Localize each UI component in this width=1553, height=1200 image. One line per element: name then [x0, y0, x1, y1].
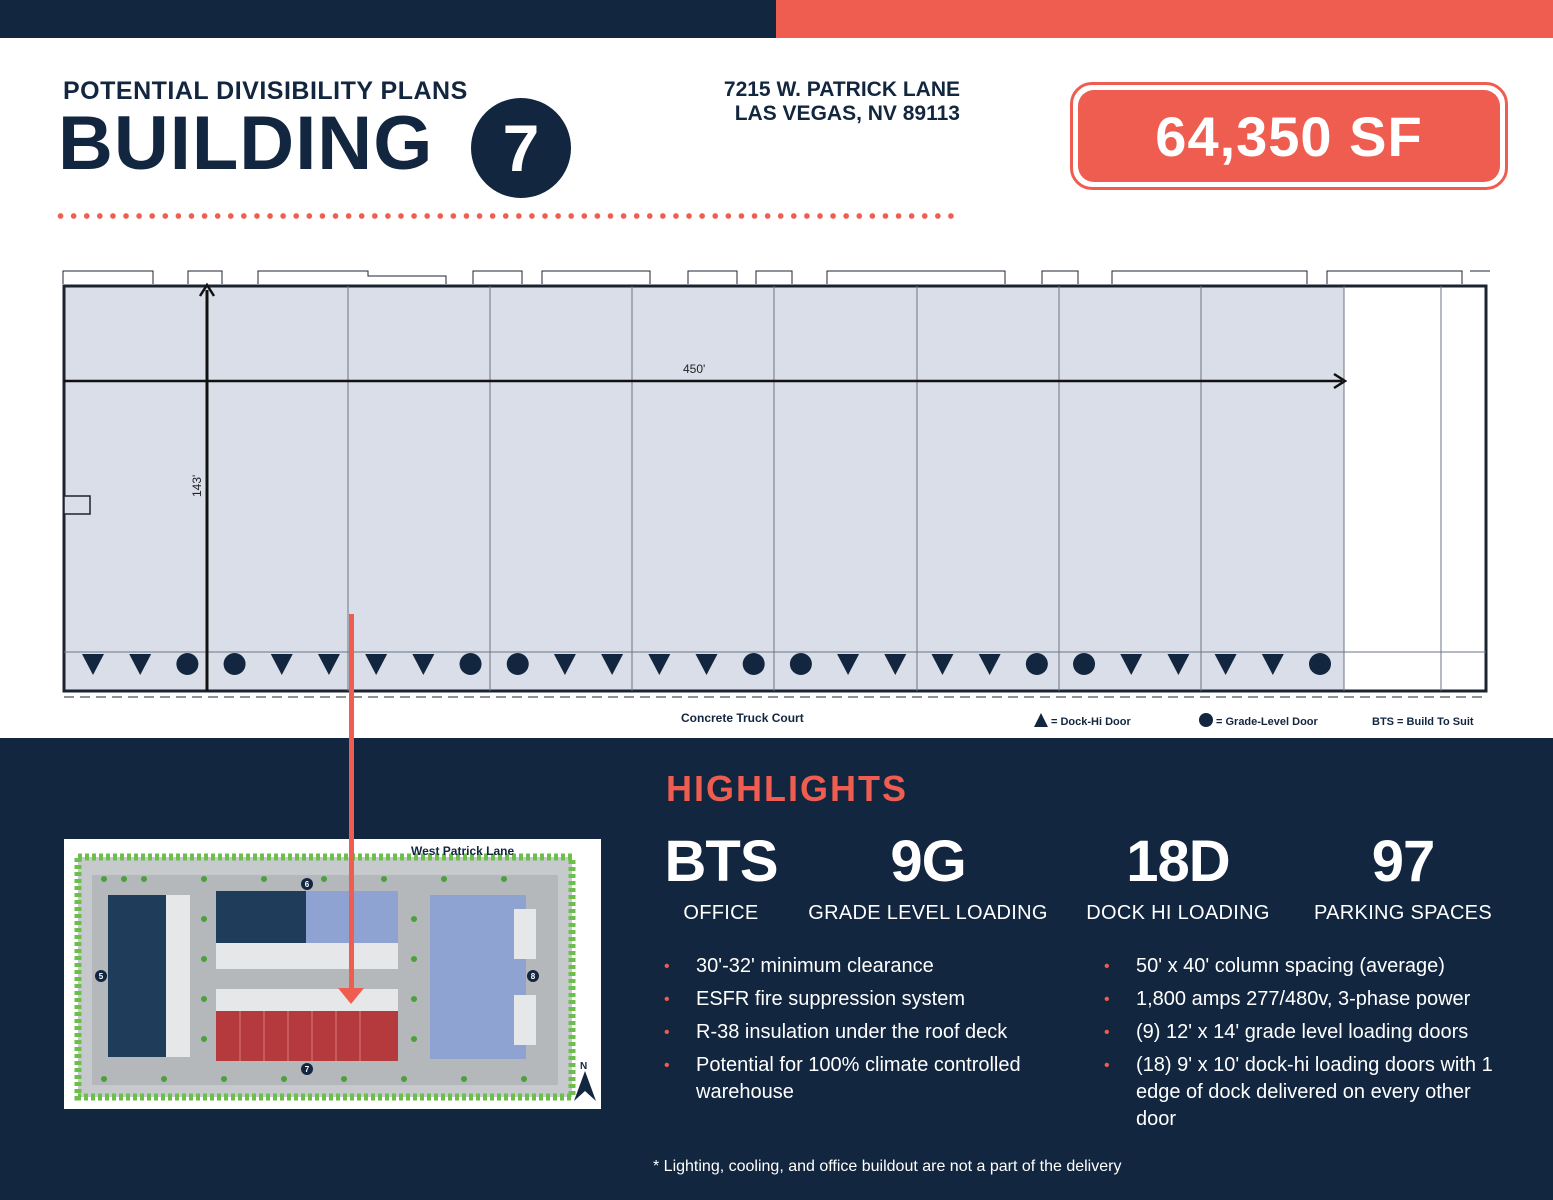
features-right-list: •50' x 40' column spacing (average) •1,8…	[1104, 953, 1504, 1139]
site-label-6: 6	[305, 880, 310, 889]
dock-hi-door-icon	[553, 654, 576, 675]
site-label-5: 5	[99, 972, 104, 981]
truck-court-label: Concrete Truck Court	[681, 711, 804, 725]
address-line1: 7215 W. PATRICK LANE	[723, 78, 960, 101]
north-label: N	[580, 1061, 587, 1072]
dock-hi-door-icon	[365, 654, 388, 675]
site-label-7: 7	[305, 1065, 310, 1074]
grade-level-door-icon	[506, 653, 529, 675]
list-item: •(9) 12' x 14' grade level loading doors	[1104, 1021, 1469, 1043]
stat-grade-level: 9G GRADE LEVEL LOADING	[806, 830, 1050, 925]
bts-area	[1344, 286, 1486, 691]
list-item: •1,800 amps 277/480v, 3-phase power	[1104, 988, 1471, 1010]
floor-plan: 450' 143' Concrete Truck Court = Dock-Hi…	[62, 270, 1490, 728]
grade-level-door-icon	[176, 653, 199, 675]
grade-level-door-icon	[1309, 653, 1331, 675]
dock-hi-door-icon	[837, 654, 860, 675]
footnote: * Lighting, cooling, and office buildout…	[653, 1158, 1122, 1175]
dock-hi-door-icon	[648, 654, 671, 675]
dock-hi-door-icon	[884, 654, 907, 675]
stat-office-value: BTS	[664, 829, 779, 894]
site-label-8: 8	[531, 972, 536, 981]
site-building-6	[216, 891, 306, 943]
dock-hi-door-icon	[129, 654, 152, 675]
stat-office: BTS OFFICE	[663, 830, 779, 925]
dock-hi-door-icon	[82, 654, 104, 675]
loading-doors	[82, 653, 1331, 675]
building-number-badge: 7	[471, 98, 571, 198]
callout-arrow-line	[349, 614, 354, 992]
grade-level-door-icon	[459, 653, 482, 675]
dock-hi-door-icon	[1167, 654, 1190, 675]
site-building-5	[108, 895, 166, 1057]
dock-hi-door-icon	[1261, 654, 1284, 675]
list-item: •Potential for 100% climate controlled w…	[664, 1054, 1021, 1103]
grade-level-door-icon	[1025, 653, 1048, 675]
stat-parking: 97 PARKING SPACES	[1310, 830, 1496, 925]
stat-dock-hi: 18D DOCK HI LOADING	[1080, 830, 1276, 925]
stat-parking-value: 97	[1371, 829, 1436, 894]
stat-parking-label: PARKING SPACES	[1314, 902, 1492, 924]
list-item: •R-38 insulation under the roof deck	[664, 1021, 1008, 1043]
building-title: BUILDING	[58, 101, 434, 186]
column-lines	[64, 286, 1486, 691]
list-item: •ESFR fire suppression system	[664, 988, 965, 1010]
grade-level-door-icon	[789, 653, 812, 675]
square-feet-badge-border	[1070, 82, 1508, 190]
list-item: •(18) 9' x 10' dock-hi loading doors wit…	[1104, 1054, 1493, 1130]
stat-grade-level-value: 9G	[890, 829, 966, 894]
grade-door-legend: = Grade-Level Door	[1216, 716, 1319, 728]
site-map: West Patrick Lane 5 6 7 8 N	[64, 839, 601, 1109]
dock-hi-door-icon	[270, 654, 293, 675]
highlights-title: HIGHLIGHTS	[666, 768, 908, 809]
bts-legend: BTS = Build To Suit	[1372, 716, 1474, 728]
list-item: •50' x 40' column spacing (average)	[1104, 955, 1445, 977]
grade-level-door-icon	[223, 653, 246, 675]
dock-hi-door-icon	[695, 654, 718, 675]
features-left-list: •30'-32' minimum clearance •ESFR fire su…	[664, 953, 1064, 1112]
dock-hi-door-icon	[931, 654, 954, 675]
grade-level-door-icon	[742, 653, 765, 675]
grade-door-legend-icon	[1199, 713, 1213, 727]
length-arrowhead	[1333, 372, 1348, 390]
dock-hi-door-icon	[978, 654, 1001, 675]
address-line2: LAS VEGAS, NV 89113	[734, 102, 960, 125]
square-feet-badge: 64,350 SF	[1078, 90, 1500, 182]
callout-arrow-head	[338, 988, 364, 1004]
stat-office-label: OFFICE	[683, 902, 759, 924]
warehouse-floor	[64, 286, 1344, 691]
dock-hi-door-icon	[412, 654, 435, 675]
north-arrow-icon	[574, 1071, 596, 1101]
width-dim-label: 143'	[190, 475, 204, 497]
list-item: •30'-32' minimum clearance	[664, 955, 934, 977]
dock-door-legend-icon	[1034, 713, 1048, 727]
plan-subtitle: POTENTIAL DIVISIBILITY PLANS	[63, 77, 468, 105]
dock-hi-door-icon	[1214, 654, 1237, 675]
address: 7215 W. PATRICK LANE LAS VEGAS, NV 89113	[690, 78, 960, 126]
dotted-divider	[54, 212, 960, 220]
dock-door-legend: = Dock-Hi Door	[1051, 716, 1131, 728]
dock-hi-door-icon	[317, 654, 340, 675]
site-building-7	[216, 1011, 398, 1061]
dock-hi-door-icon	[601, 654, 624, 675]
top-bar-coral	[776, 0, 1553, 38]
office-bump	[63, 495, 91, 515]
dock-hi-door-icon	[1120, 654, 1143, 675]
stat-dock-hi-value: 18D	[1126, 829, 1230, 894]
stat-grade-level-label: GRADE LEVEL LOADING	[808, 902, 1048, 924]
top-bar-navy	[0, 0, 776, 38]
width-arrowhead	[198, 282, 216, 297]
grade-level-door-icon	[1073, 653, 1096, 675]
site-building-8	[430, 895, 526, 1059]
site-street-label: West Patrick Lane	[411, 844, 514, 858]
length-dim-label: 450'	[683, 362, 705, 376]
stat-dock-hi-label: DOCK HI LOADING	[1086, 902, 1270, 924]
